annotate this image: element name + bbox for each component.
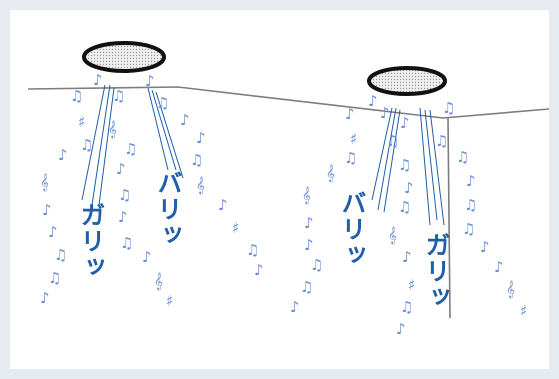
- sound-effect-text: ガリッ: [77, 202, 106, 280]
- music-note-icon: ♪: [180, 111, 190, 129]
- music-note-icon: ♫: [112, 87, 125, 105]
- treble-clef-icon: 𝄞: [302, 186, 311, 204]
- sharp-icon: ♯: [166, 292, 173, 310]
- music-note-icon: ♫: [344, 149, 357, 167]
- sharp-icon: ♯: [350, 130, 357, 148]
- music-note-icon: ♪: [58, 146, 68, 164]
- music-note-icon: ♫: [398, 156, 411, 174]
- music-note-icon: ♪: [304, 214, 314, 232]
- music-note-icon: ♪: [380, 104, 390, 122]
- music-note-icon: ♪: [396, 320, 406, 338]
- ceiling-speaker-icon: [367, 66, 447, 96]
- music-note-icon: ♫: [190, 151, 203, 169]
- music-note-icon: ♪: [404, 179, 414, 197]
- music-note-icon: ♫: [400, 298, 413, 316]
- treble-clef-icon: 𝄞: [388, 226, 397, 244]
- music-note-icon: ♫: [124, 140, 137, 158]
- music-note-icon: ♪: [402, 248, 412, 266]
- sound-effect-text: ガリッ: [422, 232, 451, 310]
- ceiling-speaker-icon: [82, 41, 166, 73]
- sharp-icon: ♯: [520, 302, 527, 320]
- music-note-icon: ♫: [442, 99, 455, 117]
- music-note-icon: ♪: [345, 105, 355, 123]
- music-note-icon: ♪: [254, 261, 264, 279]
- music-note-icon: ♫: [456, 148, 469, 166]
- music-note-icon: ♫: [156, 94, 169, 112]
- sharp-icon: ♯: [232, 219, 239, 237]
- music-note-icon: ♪: [142, 248, 152, 266]
- illustration-panel: ♫ ♪ ♫ ♪ ♫ ♯ 𝄞 ♫ ♫ ♪ 𝄞 ♪ ♫ ♪ ♪ ♪ ♫ ♫ ♫ ♪ …: [10, 10, 549, 369]
- music-note-icon: ♫: [464, 196, 477, 214]
- music-note-icon: ♪: [218, 196, 228, 214]
- music-note-icon: ♪: [304, 236, 314, 254]
- music-note-icon: ♪: [400, 114, 410, 132]
- treble-clef-icon: 𝄞: [326, 164, 335, 182]
- music-note-icon: ♪: [40, 289, 50, 307]
- music-note-icon: ♫: [246, 241, 259, 259]
- treble-clef-icon: 𝄞: [506, 280, 515, 298]
- music-note-icon: ♫: [435, 132, 448, 150]
- ceiling-line: [27, 86, 549, 119]
- music-note-icon: ♫: [310, 256, 323, 274]
- music-note-icon: ♫: [80, 136, 93, 154]
- music-note-icon: ♫: [54, 246, 67, 264]
- treble-clef-icon: 𝄞: [40, 173, 49, 191]
- sound-lines: [81, 84, 445, 226]
- music-note-icon: ♫: [120, 234, 133, 252]
- onomatopoeia-right-bari: バリッ: [338, 190, 367, 268]
- music-notes: ♫ ♪ ♫ ♪ ♫ ♯ 𝄞 ♫ ♫ ♪ 𝄞 ♪ ♫ ♪ ♪ ♪ ♫ ♫ ♫ ♪ …: [40, 71, 527, 338]
- music-note-icon: ♪: [368, 92, 378, 110]
- onomatopoeia-left-gari: ガリッ: [77, 202, 106, 280]
- sharp-icon: ♯: [78, 113, 85, 131]
- music-note-icon: ♪: [196, 129, 206, 147]
- music-note-icon: ♪: [290, 298, 300, 316]
- music-note-icon: ♪: [116, 160, 126, 178]
- music-note-icon: ♪: [494, 258, 504, 276]
- music-note-icon: ♫: [70, 87, 83, 105]
- music-note-icon: ♪: [480, 238, 490, 256]
- music-note-icon: ♪: [42, 201, 52, 219]
- music-note-icon: ♪: [145, 72, 155, 90]
- music-note-icon: ♫: [398, 198, 411, 216]
- music-note-icon: ♫: [118, 186, 131, 204]
- music-note-icon: ♫: [462, 220, 475, 238]
- music-note-icon: ♪: [48, 223, 58, 241]
- onomatopoeia-left-bari: バリッ: [154, 170, 183, 248]
- treble-clef-icon: 𝄞: [196, 176, 205, 194]
- music-note-icon: ♫: [48, 269, 61, 287]
- music-note-icon: ♪: [118, 208, 128, 226]
- illustration-svg: ♫ ♪ ♫ ♪ ♫ ♯ 𝄞 ♫ ♫ ♪ 𝄞 ♪ ♫ ♪ ♪ ♪ ♫ ♫ ♫ ♪ …: [27, 41, 549, 338]
- sharp-icon: ♯: [408, 276, 415, 294]
- wall-corner-line: [447, 117, 451, 319]
- music-note-icon: ♫: [300, 278, 313, 296]
- music-note-icon: ♪: [93, 71, 103, 89]
- treble-clef-icon: 𝄞: [108, 120, 117, 138]
- onomatopoeia-right-gari: ガリッ: [422, 232, 451, 310]
- sound-effect-text: バリッ: [338, 190, 367, 268]
- music-note-icon: ♪: [466, 172, 476, 190]
- sound-effect-text: バリッ: [154, 170, 183, 248]
- treble-clef-icon: 𝄞: [154, 272, 163, 290]
- music-note-icon: ♫: [386, 132, 399, 150]
